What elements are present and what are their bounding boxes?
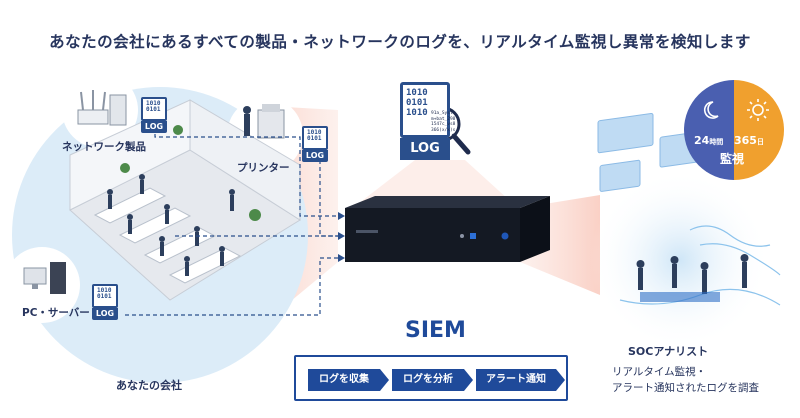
sun-icon <box>747 99 769 121</box>
soc-desc-line2: アラート通知されたログを調査 <box>612 382 759 394</box>
connector-pc <box>125 257 338 316</box>
log-bits-line: 1010 <box>406 88 428 98</box>
magnifier-line: 91a_Syste <box>431 111 456 116</box>
badge-days-num: 365 <box>734 134 757 147</box>
connector-network <box>154 120 338 217</box>
log-tag-label: LOG <box>92 308 118 320</box>
badge-hours: 24時間 <box>694 134 723 147</box>
printer-illustration <box>243 104 285 139</box>
magnifier-line: m+bat_298 <box>431 116 456 122</box>
badge-hours-num: 24 <box>694 134 710 147</box>
moon-icon <box>703 101 719 119</box>
flow-step-analyze: ログを分析 <box>392 369 473 391</box>
siem-device <box>345 196 550 262</box>
device-label-printer: プリンター <box>237 162 290 174</box>
log-bits: 0101 <box>97 293 112 300</box>
pc-server-illustration <box>23 262 66 294</box>
magnifier-text: 91a_Syste m+bat_298 1547c_vs8 366(x/x)s <box>431 111 455 133</box>
badge-night-half <box>684 80 734 180</box>
badge-day-half <box>734 80 784 180</box>
flow-step-alert: アラート通知 <box>476 369 565 391</box>
log-bits-line: 0101 <box>406 98 428 108</box>
office-label: あなたの会社 <box>116 379 182 392</box>
badge-days: 365日 <box>734 134 764 147</box>
log-tag-label: LOG <box>302 150 328 162</box>
log-bits: 1010 <box>146 100 161 107</box>
badge-days-unit: 日 <box>756 138 764 146</box>
log-bits: 0101 <box>146 106 161 113</box>
device-label-network: ネットワーク製品 <box>62 141 146 153</box>
flow-step-collect: ログを収集 <box>308 369 389 391</box>
log-bits: 0101 <box>307 135 322 142</box>
siem-title: SIEM <box>405 318 466 343</box>
badge-label: 監視 <box>720 152 745 166</box>
log-bits-line: 1010 <box>406 108 428 118</box>
magnifier-line: 366(x/x)s <box>431 127 456 133</box>
siem-flow: ログを収集 ログを分析 アラート通知 <box>294 355 568 401</box>
page-headline: あなたの会社にあるすべての製品・ネットワークのログを、リアルタイム監視し異常を検… <box>49 33 751 51</box>
log-bits: 1010 <box>307 129 322 136</box>
log-bits: 1010 <box>97 287 112 294</box>
soc-desc-line1: リアルタイム監視・ <box>612 366 707 378</box>
device-label-pc-server: PC・サーバー <box>22 307 90 319</box>
soc-title: SOCアナリスト <box>628 345 709 358</box>
log-icon-label: LOG <box>400 138 450 160</box>
magnifier-line: 1547c_vs8 <box>431 122 456 127</box>
router-illustration <box>77 90 127 126</box>
log-tag-label: LOG <box>141 121 167 133</box>
monitoring-badge: 24時間 365日 監視 <box>684 80 784 180</box>
badge-hours-unit: 時間 <box>709 138 724 146</box>
log-document-icon: 1010 0101 1010 LOG <box>400 82 450 162</box>
